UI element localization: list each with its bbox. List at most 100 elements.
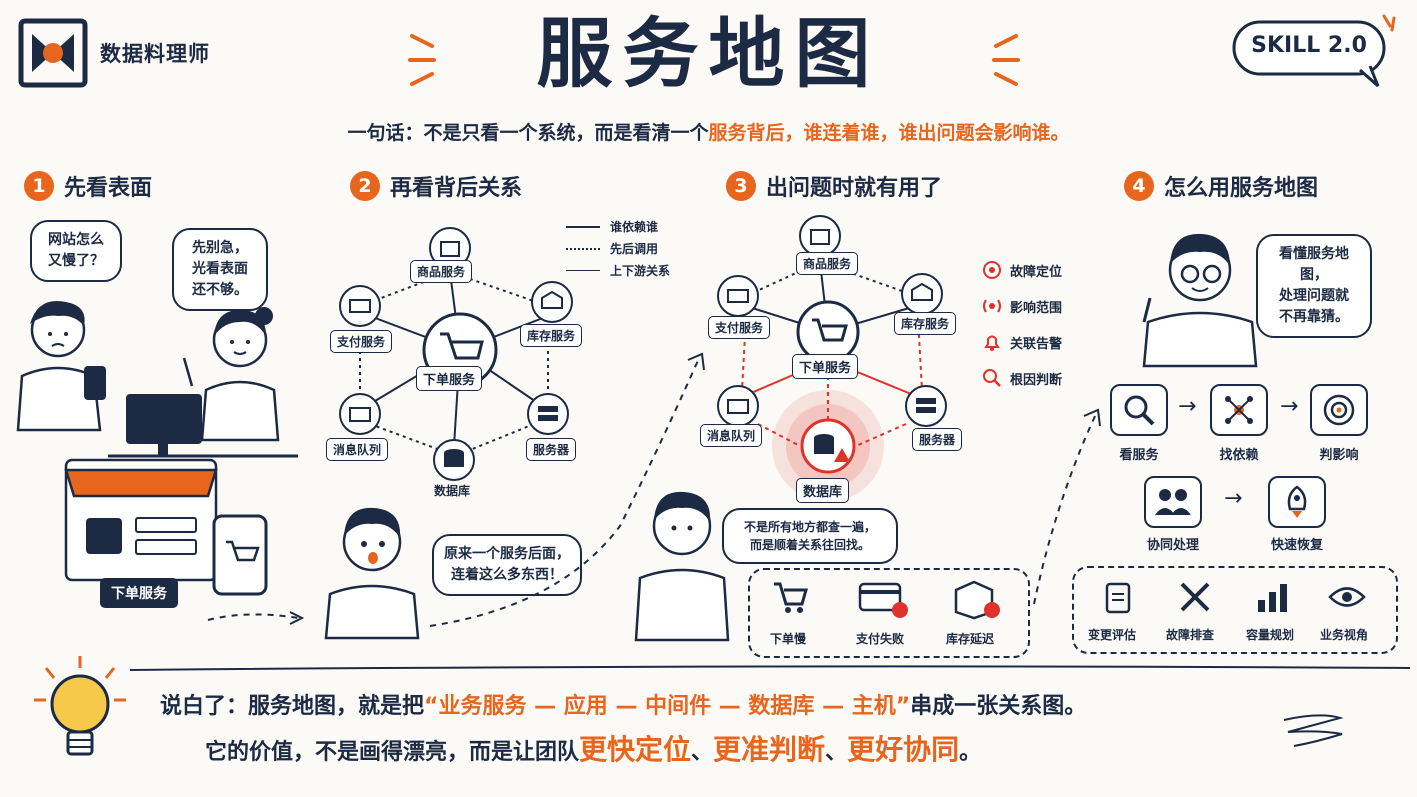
- side-related-alert: 关联告警: [982, 332, 1062, 352]
- radar-icon: [1323, 394, 1355, 426]
- clipboard-icon: [1105, 582, 1131, 614]
- skill-badge: SKILL 2.0: [1232, 14, 1396, 88]
- shop-label: 下单服务: [100, 578, 178, 608]
- section-1-number: 1: [24, 171, 54, 201]
- section-3-header: 3 出问题时就有用了: [726, 170, 942, 202]
- phone-cart-icon: [212, 514, 268, 596]
- s2-product-label: 商品服务: [410, 260, 473, 283]
- magnifier-icon: [1124, 395, 1155, 426]
- s3-db-label: 数据库: [796, 478, 850, 503]
- value-faster-locate: 更快定位: [579, 733, 692, 766]
- amazed-boy-icon: [324, 507, 420, 640]
- step-view-service: [1110, 384, 1168, 436]
- page-title: 服务地图: [536, 9, 881, 98]
- magnifier-icon: [983, 369, 1001, 387]
- value-better-collab: 更好协同: [847, 733, 960, 766]
- use-change-eval: 变更评估: [1088, 628, 1137, 642]
- step-judge-impact: [1310, 384, 1368, 436]
- symptom-inventory-delay: 库存延迟: [946, 632, 995, 646]
- support-reply-bubble: 先别急， 光看表面 还不够。: [172, 228, 268, 311]
- title-spark-left-icon: [408, 34, 436, 86]
- legend-depends: 谁依赖谁: [566, 218, 658, 235]
- step-arrow-icon: →: [1280, 394, 1299, 419]
- s3-thinking-bubble: 不是所有地方都查一遍， 而是顺着关系往回找。: [722, 508, 898, 564]
- side-impact-range: 影响范围: [982, 296, 1062, 316]
- network-icon: [1225, 396, 1253, 424]
- s2-db-label: 数据库: [434, 484, 471, 498]
- legend-calls: 先后调用: [566, 240, 658, 257]
- use-capacity-plan: 容量规划: [1246, 628, 1295, 642]
- team-icon: [1155, 489, 1191, 515]
- rocket-icon: [1287, 485, 1307, 518]
- s3-symptom-box: [748, 568, 1030, 658]
- section3-service-graph: [717, 215, 947, 502]
- s2-to-s3-arrow-icon: [429, 352, 705, 627]
- section-2-number: 2: [350, 171, 380, 201]
- support-agent-icon: [182, 307, 280, 442]
- s2-amazed-bubble: 原来一个服务后面， 连着这么多东西！: [432, 534, 582, 596]
- section-2-header: 2 再看背后关系: [350, 170, 522, 202]
- scribble-decoration-icon: [1283, 714, 1344, 747]
- s3-product-label: 商品服务: [796, 252, 859, 275]
- badge-bubble-icon: [1232, 20, 1386, 88]
- section-2-title: 再看背后关系: [390, 176, 523, 201]
- s3-queue-node-icon: [717, 385, 759, 427]
- step-label-recover: 快速恢复: [1270, 538, 1323, 553]
- s4-confident-bubble: 看懂服务地图， 处理问题就 不再靠猜。: [1256, 234, 1372, 338]
- step-label-view: 看服务: [1119, 448, 1159, 463]
- brand-name: 数据料理师: [100, 42, 210, 66]
- badge-text: SKILL 2.0: [1251, 33, 1367, 58]
- s2-inventory-label: 库存服务: [520, 324, 583, 347]
- symptom-payment-fail: 支付失败: [856, 632, 905, 646]
- glasses-boy-icon: [1142, 233, 1258, 368]
- server-node-icon: [527, 393, 569, 435]
- tagline-prefix: 一句话：不是只看一个系统，而是看清一个: [347, 122, 709, 144]
- s2-order-label: 下单服务: [416, 366, 483, 391]
- eye-icon: [1328, 587, 1366, 607]
- bar-chart-icon: [1258, 584, 1287, 612]
- s3-to-s4-arrow-icon: [1033, 408, 1101, 605]
- tagline-highlight: 服务背后，谁连着谁，谁出问题会影响谁。: [708, 122, 1070, 144]
- step-find-deps: [1210, 384, 1268, 436]
- title-spark-right-icon: [992, 34, 1020, 86]
- s2-payment-label: 支付服务: [330, 330, 393, 353]
- section-1-header: 1 先看表面: [24, 170, 152, 202]
- bell-icon: [984, 335, 1000, 351]
- side-fault-locate: 故障定位: [982, 260, 1062, 280]
- summary-line-1: 说白了：服务地图，就是把“业务服务 — 应用 — 中间件 — 数据库 — 主机”…: [160, 694, 1087, 719]
- s3-product-node-icon: [799, 215, 841, 257]
- s3-payment-node-icon: [717, 275, 759, 317]
- section-1-title: 先看表面: [64, 176, 153, 201]
- badge-spark-icon: [1382, 14, 1396, 32]
- section-4-number: 4: [1124, 171, 1154, 201]
- legend-upstream: 上下游关系: [566, 262, 670, 279]
- s3-payment-label: 支付服务: [708, 316, 771, 339]
- inventory-node-icon: [531, 281, 573, 323]
- use-business-view: 业务视角: [1320, 628, 1369, 642]
- thinking-boy-icon: [634, 491, 730, 642]
- step-collaborate: [1144, 476, 1202, 528]
- brand-logo-icon: [18, 18, 88, 88]
- s3-server-label: 服务器: [912, 428, 963, 451]
- queue-node-icon: [339, 393, 381, 435]
- step-label-collab: 协同处理: [1146, 538, 1199, 553]
- lightbulb-icon: [34, 656, 126, 756]
- slow-cart-icon: [774, 582, 808, 613]
- s3-order-label: 下单服务: [792, 354, 859, 379]
- tools-icon: [1180, 582, 1210, 612]
- s2-server-label: 服务器: [526, 438, 577, 461]
- section-3-number: 3: [726, 171, 756, 201]
- shop-storefront-icon: [64, 458, 218, 582]
- summary-divider: [129, 665, 1411, 671]
- section1-illustration: [16, 300, 305, 625]
- summary-chain: “业务服务 — 应用 — 中间件 — 数据库 — 主机”: [424, 694, 911, 719]
- summary-line-2: 它的价值，不是画得漂亮，而是让团队更快定位、更准判断、更好协同。: [205, 733, 982, 766]
- broadcast-icon: [983, 299, 1001, 313]
- s3-inventory-label: 库存服务: [894, 312, 957, 335]
- step-label-judge: 判影响: [1319, 448, 1359, 463]
- step-arrow-icon: →: [1224, 486, 1243, 511]
- step-recover: [1268, 476, 1326, 528]
- step-arrow-icon: →: [1178, 394, 1197, 419]
- brand-logo: 数据料理师: [18, 18, 210, 88]
- payment-fail-icon: [858, 582, 908, 618]
